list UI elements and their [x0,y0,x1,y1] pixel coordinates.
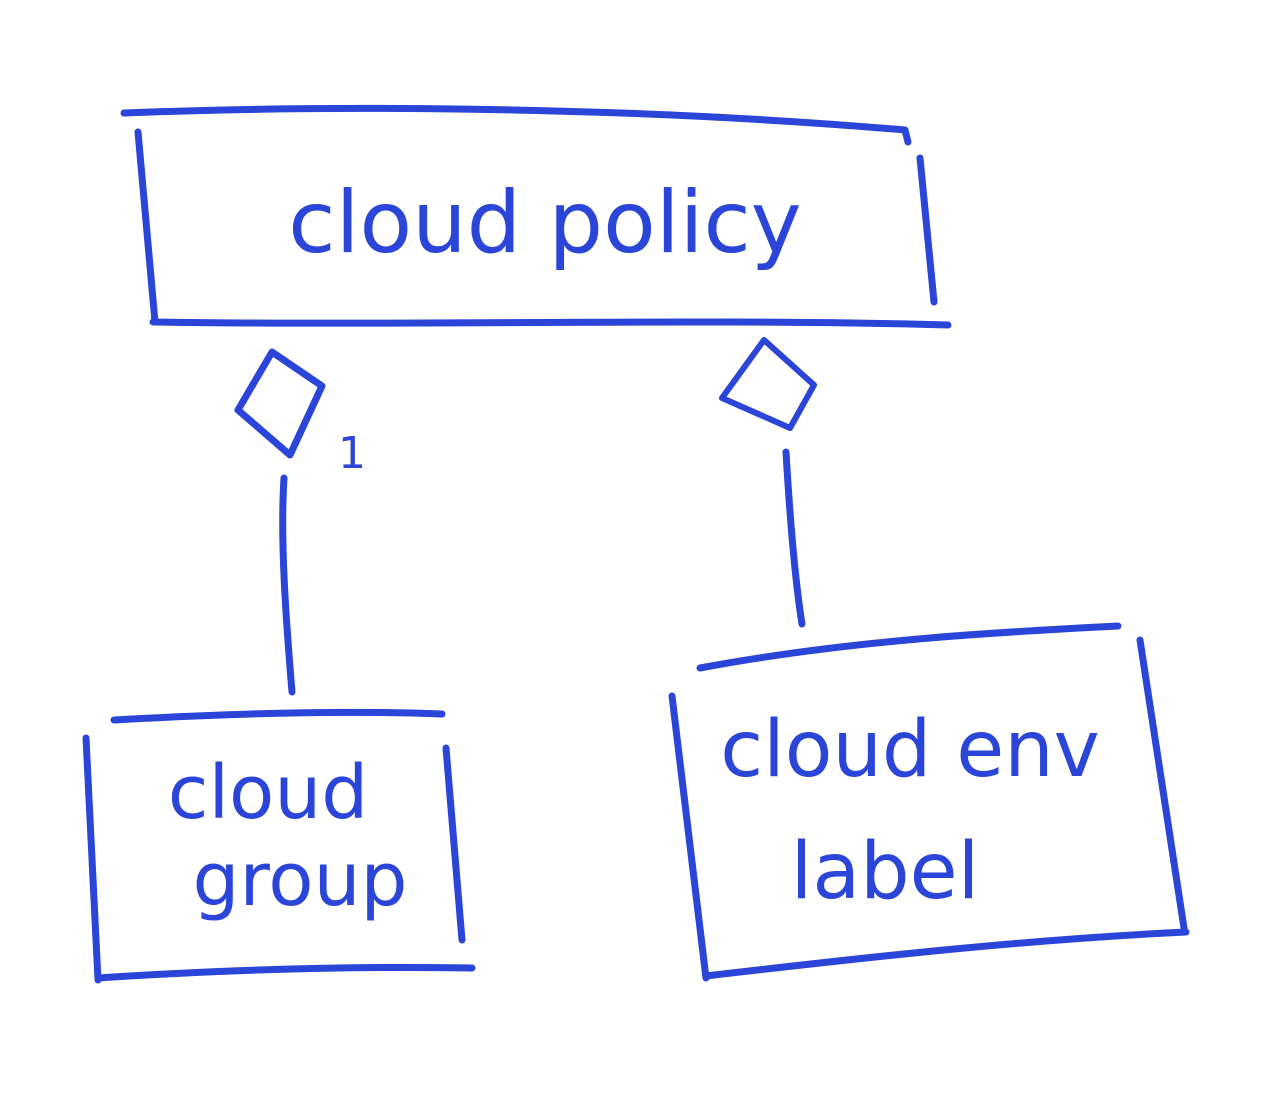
edge-line-right [782,448,806,628]
node-cloud-env-label: cloud env label [668,622,1190,982]
node-cloud-env-label-line2: label [791,827,980,917]
aggregation-diamond-left [234,348,326,459]
aggregation-diamond-right [719,337,817,431]
node-cloud-group-label-line2: group [193,837,408,923]
node-cloud-env-label-line1: cloud env [720,705,1100,795]
edge-policy-env-label [719,337,817,628]
multiplicity-label: 1 [338,428,366,479]
edge-line-left [279,474,296,696]
node-cloud-group-label-line1: cloud [168,750,368,836]
node-cloud-policy: cloud policy [120,104,952,329]
node-cloud-group-border [82,708,476,984]
node-cloud-group: cloud group [82,708,476,984]
node-cloud-policy-border [120,104,952,329]
node-cloud-env-label-border [668,622,1190,982]
edge-policy-group: 1 [234,348,366,696]
node-cloud-policy-label: cloud policy [288,173,801,273]
